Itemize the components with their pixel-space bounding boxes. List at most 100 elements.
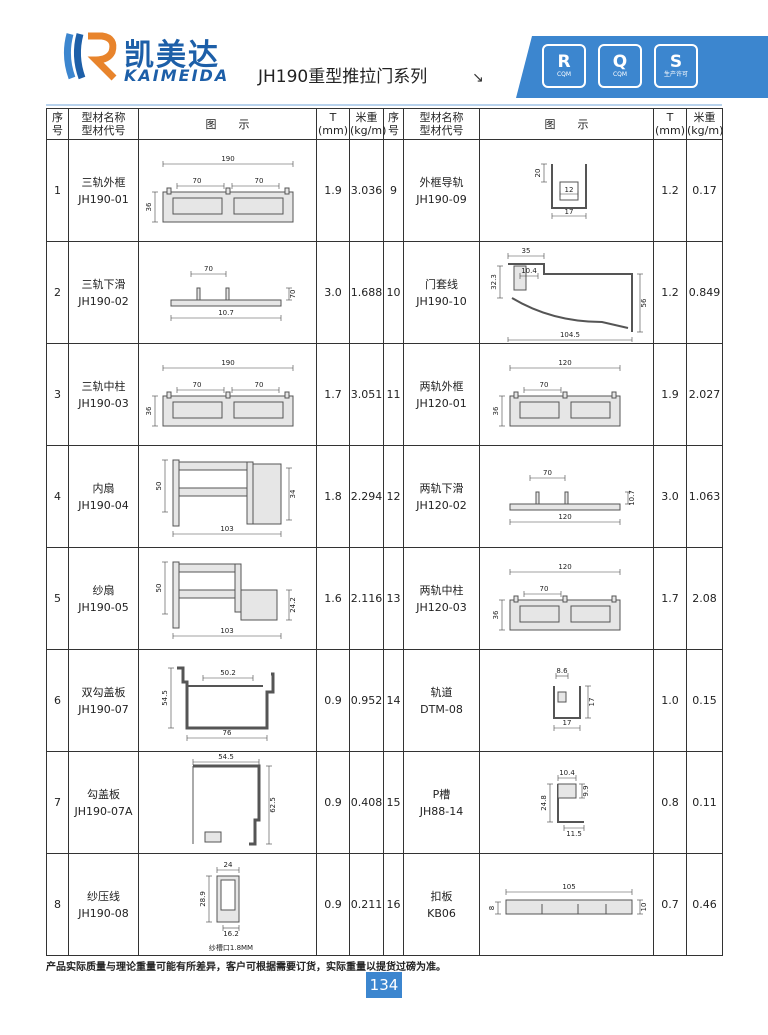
profile-drawing-cell: 120 70 36 bbox=[479, 547, 654, 650]
profile-name: 纱压线 bbox=[87, 889, 120, 903]
profile-drawing-cell: 50 34 103 bbox=[138, 445, 317, 548]
weight-cell: 0.46 bbox=[686, 853, 723, 956]
profile-section-drawing: 70 70 10.7 bbox=[170, 265, 297, 321]
dimension-label: 70 bbox=[289, 289, 297, 298]
profile-name-cell: 两轨下滑 JH120-02 bbox=[403, 445, 480, 548]
profile-section-drawing: 120 70 36 bbox=[492, 563, 620, 630]
dimension-label: 104.5 bbox=[559, 331, 579, 339]
dimension-label: 103 bbox=[220, 627, 233, 635]
profile-code: JH120-02 bbox=[416, 498, 467, 512]
dimension-label: 16.2 bbox=[223, 930, 239, 938]
dimension-label: 54.5 bbox=[218, 754, 234, 761]
profile-code: JH190-05 bbox=[78, 600, 129, 614]
seq-header: 序号 bbox=[46, 108, 69, 140]
seq-header: 序号 bbox=[383, 108, 404, 140]
seq-cell: 13 bbox=[383, 547, 404, 650]
weight-header: 米重(kg/m) bbox=[349, 108, 386, 140]
series-title: JH190重型推拉门系列 bbox=[258, 67, 428, 87]
dimension-label: 36 bbox=[492, 610, 500, 619]
profile-section-drawing: 190 70 70 36 bbox=[145, 155, 293, 222]
profile-section-drawing: 35 10.4 32.3 56 104.5 bbox=[490, 247, 648, 342]
profile-name-cell: 外框导轨 JH190-09 bbox=[403, 139, 480, 242]
profile-name: 两轨下滑 bbox=[419, 481, 464, 495]
profile-name-cell: 纱压线 JH190-08 bbox=[68, 853, 139, 956]
thickness-cell: 0.9 bbox=[316, 649, 350, 752]
page-header: 凯美达 KAIMEIDA JH190重型推拉门系列 ↘ R CQM Q CQM … bbox=[0, 0, 768, 110]
dimension-label: 10 bbox=[640, 902, 648, 911]
weight-cell: 0.849 bbox=[686, 241, 723, 344]
thickness-cell: 1.2 bbox=[653, 241, 687, 344]
profile-section-drawing: 50 34 103 bbox=[155, 459, 297, 537]
profile-section-drawing: 105 8 10 bbox=[488, 883, 648, 914]
dimension-label: 70 bbox=[204, 265, 213, 273]
dimension-label: 70 bbox=[192, 381, 201, 389]
profile-name: 两轨中柱 bbox=[419, 583, 464, 597]
dimension-label: 10.4 bbox=[521, 267, 537, 275]
profile-name: 双勾盖板 bbox=[81, 685, 126, 699]
name-header: 型材名称型材代号 bbox=[68, 108, 139, 140]
dimension-label: 36 bbox=[492, 406, 500, 415]
figure-header: 图 示 bbox=[479, 108, 654, 140]
profile-name: 三轨外框 bbox=[81, 175, 126, 189]
profile-drawing-cell: 70 10.7 120 bbox=[479, 445, 654, 548]
weight-cell: 0.211 bbox=[349, 853, 384, 956]
weight-cell: 1.688 bbox=[349, 241, 384, 344]
dimension-label: 70 bbox=[539, 585, 548, 593]
profile-drawing-cell: 105 8 10 bbox=[479, 853, 654, 956]
profile-name: P槽 bbox=[432, 787, 451, 801]
profile-name-cell: 两轨外框 JH120-01 bbox=[403, 343, 480, 446]
dimension-label: 11.5 bbox=[566, 830, 582, 838]
profile-name: 内扇 bbox=[92, 481, 115, 495]
weight-cell: 0.15 bbox=[686, 649, 723, 752]
profile-drawing-cell: 190 70 70 36 bbox=[138, 343, 317, 446]
page-number: 134 bbox=[366, 972, 402, 998]
profile-section-drawing: 70 10.7 120 bbox=[509, 469, 636, 525]
profile-section-drawing: 190 70 70 36 bbox=[145, 359, 293, 426]
weight-cell: 2.294 bbox=[349, 445, 384, 548]
profile-name: 三轨下滑 bbox=[81, 277, 126, 291]
table-row: 5 纱扇 JH190-05 50 24.2 103 1.6 2.116 13 两… bbox=[46, 547, 723, 650]
dimension-label: 9.9 bbox=[582, 785, 590, 796]
seq-cell: 9 bbox=[383, 139, 404, 242]
profile-code: JH190-03 bbox=[78, 396, 129, 410]
footnote: 产品实际质量与理论重量可能有所差异，客户可根据需要订货，实际重量以提货过磅为准。 bbox=[46, 962, 446, 973]
weight-cell: 3.036 bbox=[349, 139, 384, 242]
profile-name-cell: 勾盖板 JH190-07A bbox=[68, 751, 139, 854]
dimension-label: 70 bbox=[543, 469, 552, 477]
dimension-label: 8.6 bbox=[556, 667, 568, 675]
profile-code: KB06 bbox=[427, 906, 456, 920]
dimension-label: 10.7 bbox=[628, 490, 636, 506]
dimension-label: 70 bbox=[254, 381, 263, 389]
profile-drawing-cell: 50.2 54.5 76 bbox=[138, 649, 317, 752]
profile-drawing-cell: 70 70 10.7 bbox=[138, 241, 317, 344]
table-row: 4 内扇 JH190-04 50 34 103 1.8 2.294 12 两轨下… bbox=[46, 445, 723, 548]
r-cqm-icon: R CQM bbox=[542, 44, 586, 88]
profile-drawing-cell: 8.6 17 17 bbox=[479, 649, 654, 752]
profile-drawing-cell: 10.4 9.9 24.8 11.5 bbox=[479, 751, 654, 854]
thickness-cell: 1.9 bbox=[316, 139, 350, 242]
profile-section-drawing: 120 70 36 bbox=[492, 359, 620, 426]
dimension-label: 17 bbox=[564, 208, 573, 216]
profile-name-cell: P槽 JH88-14 bbox=[403, 751, 480, 854]
profile-name: 两轨外框 bbox=[419, 379, 464, 393]
profile-code: JH190-02 bbox=[78, 294, 129, 308]
dimension-label: 70 bbox=[254, 177, 263, 185]
dimension-label: 70 bbox=[539, 381, 548, 389]
figure-header: 图 示 bbox=[138, 108, 317, 140]
seq-cell: 12 bbox=[383, 445, 404, 548]
dimension-label: 62.5 bbox=[269, 797, 277, 813]
dimension-label: 17 bbox=[588, 697, 596, 706]
name-header: 型材名称型材代号 bbox=[403, 108, 480, 140]
profile-name: 勾盖板 bbox=[87, 787, 120, 801]
seq-cell: 7 bbox=[46, 751, 69, 854]
dimension-label: 24.2 bbox=[289, 597, 297, 613]
profile-code: JH120-01 bbox=[416, 396, 467, 410]
arrow-down-right-icon: ↘ bbox=[472, 70, 484, 86]
kaimeida-logo-icon bbox=[63, 32, 117, 81]
dimension-label: 120 bbox=[558, 563, 571, 571]
seq-cell: 2 bbox=[46, 241, 69, 344]
weight-cell: 0.952 bbox=[349, 649, 384, 752]
profile-name-cell: 纱扇 JH190-05 bbox=[68, 547, 139, 650]
